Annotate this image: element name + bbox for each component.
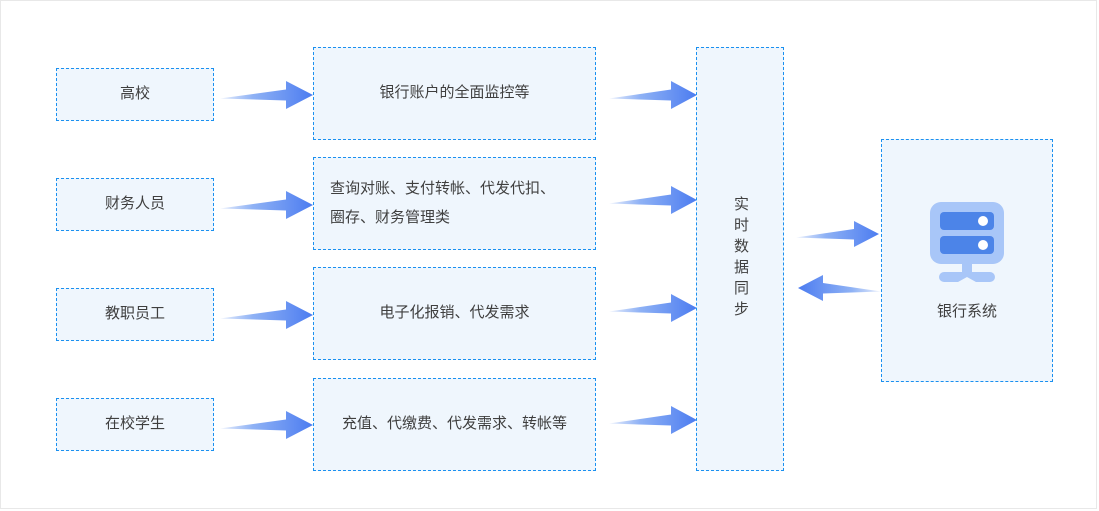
- actor-box-3[interactable]: 教职员工: [56, 288, 214, 341]
- service-label-1-line-1: 银行账户的全面监控等: [379, 84, 530, 102]
- arrow-actor-4-to-service-4: [220, 411, 313, 439]
- sync-label: 实时数据同步: [732, 196, 749, 322]
- server-icon: [930, 202, 1004, 282]
- service-label-4-line-1: 充值、代缴费、代发需求、转帐等: [341, 415, 567, 433]
- service-label-2-line-2: 圈存、财务管理类: [330, 208, 451, 226]
- actor-label-2: 财务人员: [104, 195, 165, 213]
- arrow-actor-1-to-service-1: [220, 81, 313, 109]
- bank-system-box[interactable]: 银行系统: [881, 139, 1053, 382]
- arrow-service-2-to-sync: [609, 186, 697, 214]
- actor-box-2[interactable]: 财务人员: [56, 178, 214, 231]
- service-label-3-line-1: 电子化报销、代发需求: [379, 304, 530, 322]
- service-label-2-line-1: 查询对账、支付转帐、代发代扣、: [330, 180, 556, 197]
- arrow-service-3-to-sync: [609, 294, 697, 322]
- arrow-actor-3-to-service-3: [220, 301, 313, 329]
- service-box-4[interactable]: 充值、代缴费、代发需求、转帐等: [313, 378, 596, 471]
- actor-label-4: 在校学生: [104, 415, 165, 433]
- arrow-bank-to-sync: [798, 275, 881, 301]
- actor-label-3: 教职员工: [104, 305, 165, 323]
- bank-system-label: 银行系统: [936, 303, 997, 320]
- service-box-3[interactable]: 电子化报销、代发需求: [313, 267, 596, 360]
- arrow-actor-2-to-service-2: [220, 191, 313, 219]
- service-box-1[interactable]: 银行账户的全面监控等: [313, 47, 596, 140]
- arrow-service-4-to-sync: [609, 406, 697, 434]
- actor-label-1: 高校: [119, 85, 150, 103]
- service-box-2[interactable]: 查询对账、支付转帐、代发代扣、 圈存、财务管理类: [313, 157, 596, 250]
- actor-box-1[interactable]: 高校: [56, 68, 214, 121]
- sync-box[interactable]: 实时数据同步: [696, 47, 784, 471]
- arrow-sync-to-bank: [796, 221, 879, 247]
- actor-box-4[interactable]: 在校学生: [56, 398, 214, 451]
- arrow-service-1-to-sync: [609, 81, 697, 109]
